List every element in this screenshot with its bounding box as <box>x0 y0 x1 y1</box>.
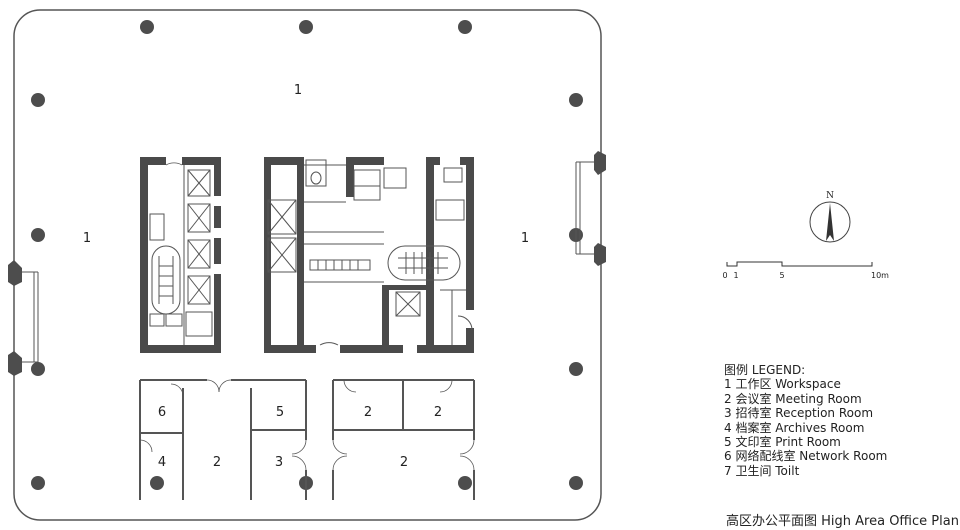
column <box>31 476 45 490</box>
rooms-lower-left <box>139 379 307 500</box>
column <box>140 20 154 34</box>
window-bays <box>14 161 601 363</box>
doors-lower-left <box>139 379 307 471</box>
column <box>150 476 164 490</box>
column <box>569 362 583 376</box>
legend-item: 7 卫生间 Toilt <box>724 463 800 478</box>
core-middle <box>264 157 407 353</box>
building-outline <box>13 9 602 521</box>
legend: 图例 LEGEND: 1 工作区 Workspace 2 会议室 Meeting… <box>724 363 887 478</box>
plan-caption: 高区办公平面图 High Area Office Plan <box>726 514 959 529</box>
room-label-meeting: 2 <box>364 405 372 420</box>
room-label-meeting: 2 <box>400 455 408 470</box>
room-label-workspace-top: 1 <box>294 83 302 98</box>
compass-north-label: N <box>826 191 834 201</box>
column <box>569 476 583 490</box>
core-left <box>140 157 221 353</box>
column <box>31 93 45 107</box>
room-label-print: 5 <box>276 405 284 420</box>
scale-tick-10m: 10m <box>871 271 889 280</box>
legend-item: 6 网络配线室 Network Room <box>724 449 888 464</box>
compass-needle <box>826 203 834 241</box>
legend-item: 4 档案室 Archives Room <box>724 420 865 435</box>
scale-bar-line <box>726 261 873 267</box>
room-label-meeting: 2 <box>213 455 221 470</box>
room-label-meeting: 2 <box>434 405 442 420</box>
legend-item: 1 工作区 Workspace <box>724 377 841 392</box>
north-compass: N <box>809 191 851 243</box>
legend-title: 图例 LEGEND: <box>724 363 806 377</box>
columns <box>31 20 583 490</box>
column <box>458 20 472 34</box>
doors-lower-right <box>332 379 475 471</box>
scale-tick-5: 5 <box>779 271 784 280</box>
room-label-reception: 3 <box>275 455 283 470</box>
room-label-workspace-left: 1 <box>83 231 91 246</box>
scale-bar: 0 1 5 10m <box>722 261 889 280</box>
legend-item: 3 招待室 Reception Room <box>724 406 874 421</box>
scale-tick-1: 1 <box>733 271 738 280</box>
room-label-network: 6 <box>158 405 166 420</box>
legend-item: 2 会议室 Meeting Room <box>724 391 862 406</box>
column <box>458 476 472 490</box>
window-fins <box>8 151 606 376</box>
column <box>569 93 583 107</box>
scale-tick-0: 0 <box>722 271 727 280</box>
legend-item: 5 文印室 Print Room <box>724 435 841 450</box>
core-right <box>382 157 474 353</box>
room-label-workspace-right: 1 <box>521 231 529 246</box>
rooms-lower-right <box>332 379 475 500</box>
room-label-archives: 4 <box>158 455 166 470</box>
compass-ring <box>809 201 851 243</box>
column <box>31 228 45 242</box>
column <box>31 362 45 376</box>
column <box>299 20 313 34</box>
